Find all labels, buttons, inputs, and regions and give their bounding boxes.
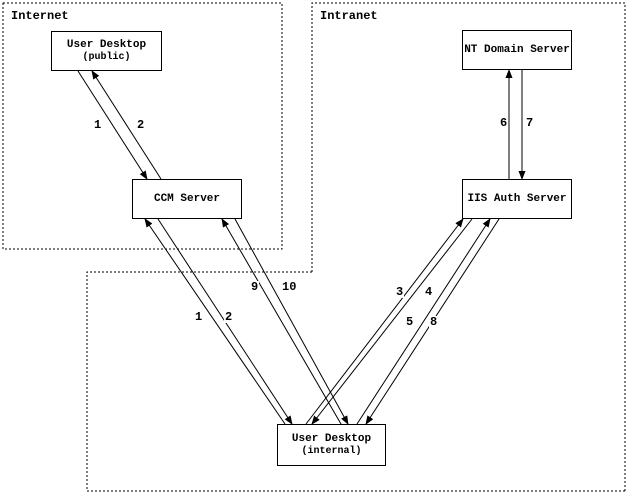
node-ccm-server: CCM Server	[132, 179, 242, 219]
internal-zone-outline	[86, 271, 625, 492]
arrow-label-1-public-ccm: 1	[93, 118, 103, 132]
arrow-9-internal-to-ccm	[221, 218, 342, 425]
arrow-label-9-ccm-internal: 9	[250, 280, 260, 294]
arrow-label-6-nt-iis: 6	[499, 116, 509, 130]
arrow-1-public-to-ccm	[77, 70, 148, 180]
arrow-1-internal-to-ccm	[144, 218, 286, 425]
arrow-label-7-nt-iis: 7	[525, 116, 535, 130]
node-subtitle: (public)	[82, 52, 131, 63]
arrow-label-10-ccm-internal: 10	[281, 280, 298, 294]
node-user-desktop-public: User Desktop (public)	[51, 31, 162, 71]
node-subtitle: (internal)	[301, 446, 362, 457]
node-title: User Desktop	[291, 433, 372, 445]
internet-zone-outline	[2, 2, 283, 250]
internet-zone-label: Internet	[11, 9, 69, 23]
arrow-5-internal-to-iis	[356, 218, 491, 425]
node-user-desktop-internal: User Desktop (internal)	[277, 424, 386, 466]
intranet-zone-outline	[311, 2, 626, 491]
node-iis-auth-server: IIS Auth Server	[462, 179, 572, 219]
node-nt-domain-server: NT Domain Server	[462, 30, 572, 70]
arrow-2-ccm-to-public	[91, 70, 162, 180]
node-title: CCM Server	[153, 192, 220, 205]
arrow-10-ccm-to-internal	[234, 218, 349, 425]
arrow-label-3-iis-internal: 3	[395, 285, 405, 299]
arrow-label-2-public-ccm: 2	[136, 118, 146, 132]
arrow-label-5-iis-internal: 5	[405, 315, 415, 329]
node-title: NT Domain Server	[464, 43, 570, 56]
intranet-zone-label: Intranet	[320, 9, 378, 23]
node-title: IIS Auth Server	[467, 192, 567, 205]
node-title: User Desktop	[66, 39, 147, 51]
arrow-label-4-iis-internal: 4	[424, 285, 434, 299]
arrow-3-internal-to-iis	[305, 218, 464, 425]
arrow-4-iis-to-internal	[311, 218, 473, 425]
arrow-label-8-iis-internal: 8	[429, 315, 439, 329]
arrow-label-2-ccm-internal: 2	[224, 310, 234, 324]
arrow-label-1-ccm-internal: 1	[194, 310, 204, 324]
